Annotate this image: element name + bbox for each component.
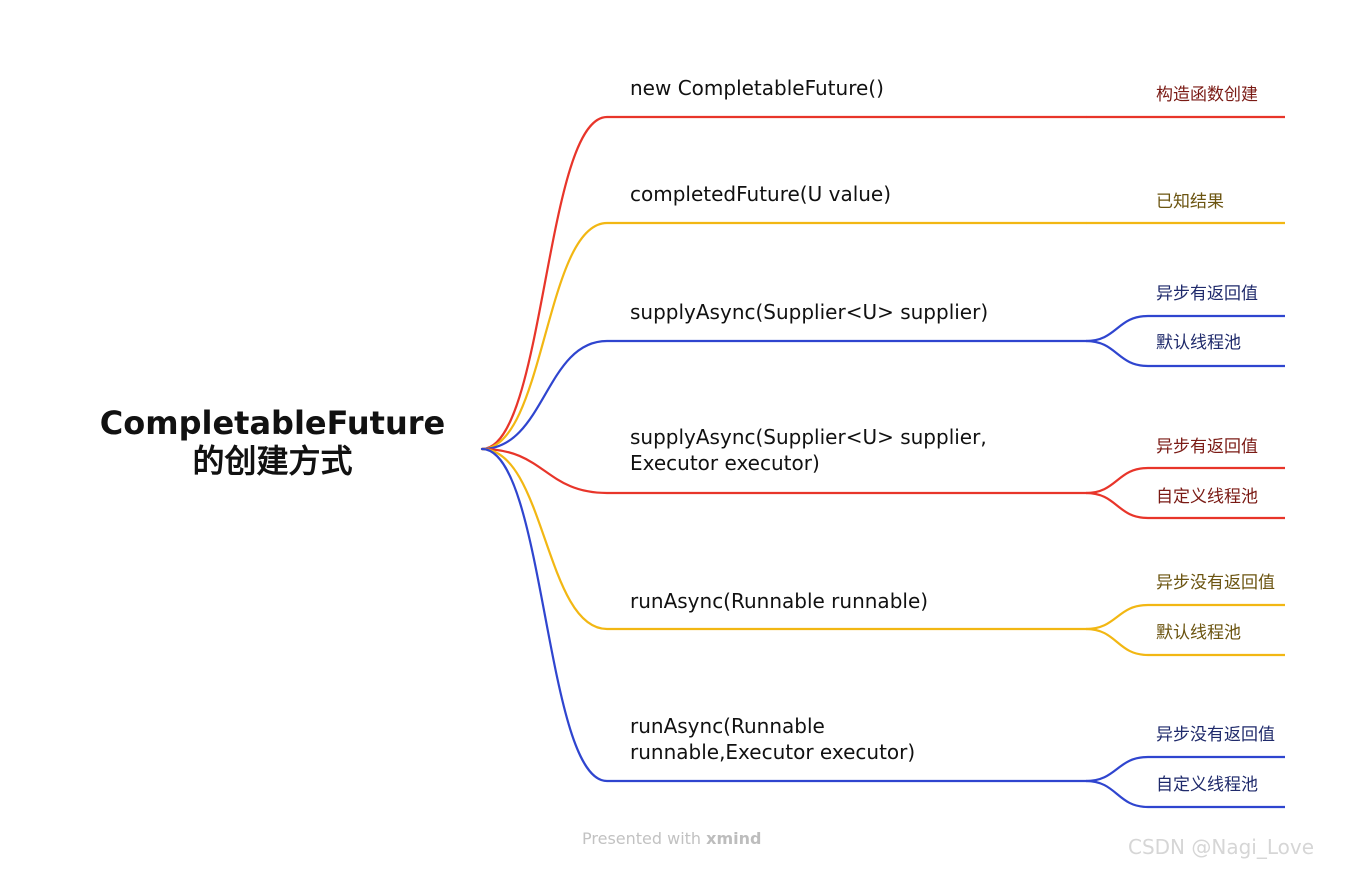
branch-topic-5[interactable]: runAsync(Runnable runnable) [630, 588, 928, 614]
branch-topic-6[interactable]: runAsync(Runnable runnable,Executor exec… [630, 713, 915, 765]
connector-branch-1 [480, 115, 1088, 451]
connector-leaf-4-2 [1085, 491, 1285, 520]
branch-topic-4-line-2: Executor executor) [630, 451, 820, 475]
branch-topic-4-line-1: supplyAsync(Supplier<U> supplier, [630, 425, 987, 449]
branch-topic-6-line-1: runAsync(Runnable [630, 714, 825, 738]
connector-branch-4 [480, 447, 1088, 495]
presented-with-text: Presented with [582, 829, 702, 848]
connector-branch-2 [480, 221, 1088, 451]
leaf-topic-5-1[interactable]: 异步没有返回值 [1156, 573, 1275, 593]
connector-branch-3 [480, 339, 1088, 451]
leaf-topic-5-2[interactable]: 默认线程池 [1156, 623, 1241, 643]
branch-topic-1-line-1: new CompletableFuture() [630, 76, 884, 100]
leaf-topic-1-1[interactable]: 构造函数创建 [1156, 85, 1258, 105]
connector-leaf-6-1 [1085, 755, 1285, 783]
leaf-topic-6-2[interactable]: 自定义线程池 [1156, 775, 1258, 795]
leaf-topic-3-2[interactable]: 默认线程池 [1156, 333, 1241, 353]
connector-leaf-3-2 [1085, 339, 1285, 368]
leaf-topic-2-1[interactable]: 已知结果 [1156, 192, 1224, 212]
root-topic[interactable]: CompletableFuture 的创建方式 [80, 404, 465, 480]
branch-topic-4[interactable]: supplyAsync(Supplier<U> supplier, Execut… [630, 424, 987, 476]
xmind-credit: Presented with xmind [582, 829, 761, 848]
connector-leaf-4-1 [1085, 466, 1285, 495]
leaf-topic-6-1[interactable]: 异步没有返回值 [1156, 725, 1275, 745]
connector-branch-5 [480, 447, 1088, 631]
root-topic-line-1: CompletableFuture [99, 404, 446, 442]
connector-leaf-6-2 [1085, 779, 1285, 809]
branch-topic-5-line-1: runAsync(Runnable runnable) [630, 589, 929, 613]
connector-branch-6 [480, 447, 1088, 783]
leaf-topic-4-1[interactable]: 异步有返回值 [1156, 437, 1258, 457]
branch-topic-6-line-2: runnable,Executor executor) [630, 740, 916, 764]
branch-topic-1[interactable]: new CompletableFuture() [630, 75, 884, 101]
connector-leaf-5-1 [1085, 603, 1285, 631]
branch-topic-2[interactable]: completedFuture(U value) [630, 181, 891, 207]
xmind-logo: xmind [706, 829, 762, 848]
branch-topic-3[interactable]: supplyAsync(Supplier<U> supplier) [630, 299, 988, 325]
csdn-watermark: CSDN @Nagi_Love [1128, 835, 1315, 859]
leaf-topic-3-1[interactable]: 异步有返回值 [1156, 284, 1258, 304]
root-topic-line-2: 的创建方式 [192, 442, 353, 480]
branch-topic-2-line-1: completedFuture(U value) [630, 182, 892, 206]
connector-leaf-3-1 [1085, 314, 1285, 343]
leaf-topic-4-2[interactable]: 自定义线程池 [1156, 487, 1258, 507]
connector-leaf-5-2 [1085, 627, 1285, 657]
branch-topic-3-line-1: supplyAsync(Supplier<U> supplier) [630, 300, 989, 324]
